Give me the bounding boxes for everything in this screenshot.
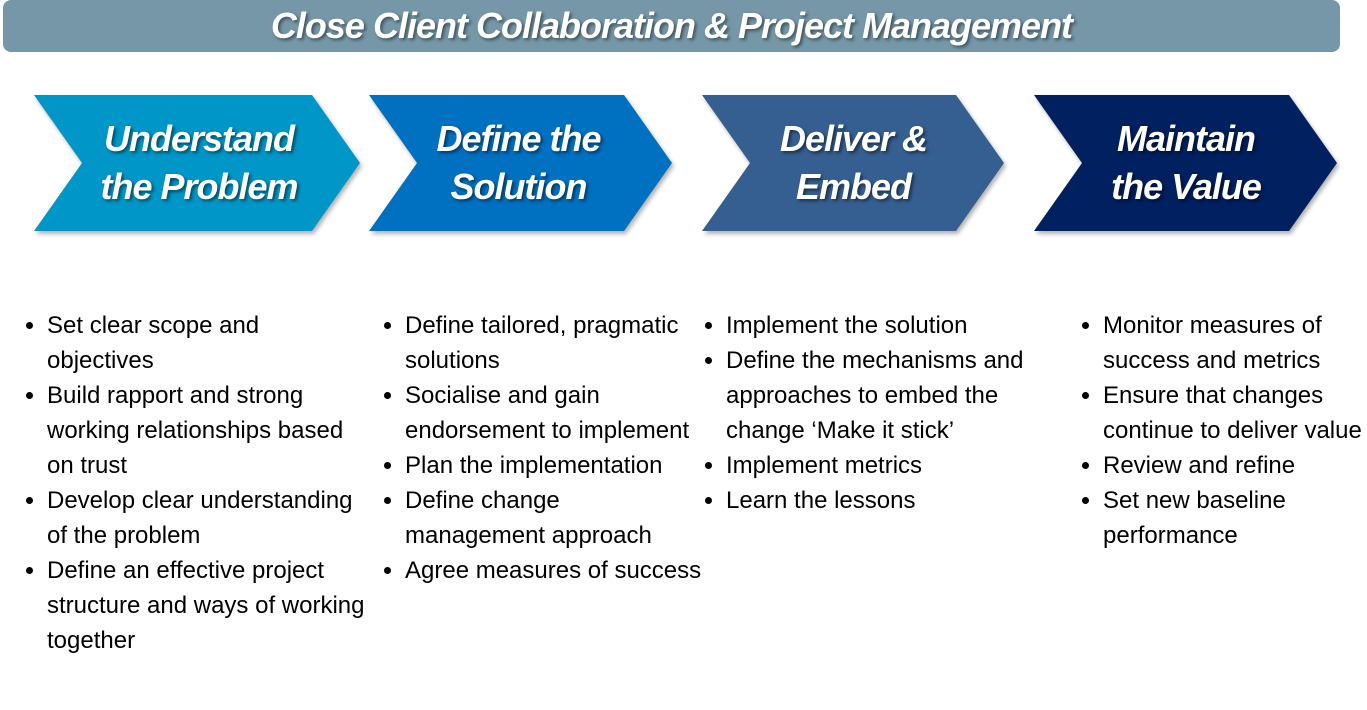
list-item: Build rapport and strong working relatio… bbox=[47, 378, 367, 483]
stage-chevron-1: Understand the Problem bbox=[34, 95, 361, 231]
bullet-list-4: Monitor measures of success and metrics … bbox=[1076, 308, 1363, 553]
stage-label: Deliver & Embed bbox=[779, 118, 928, 207]
stage-label: Understand the Problem bbox=[100, 118, 298, 207]
stage-chevron-2: Define the Solution bbox=[369, 95, 673, 231]
list-item: Learn the lessons bbox=[726, 483, 1026, 518]
chevron-shape bbox=[702, 95, 1004, 231]
chevron-shape bbox=[1034, 95, 1337, 231]
list-item: Define tailored, pragmatic solutions bbox=[405, 308, 705, 378]
list-item: Review and refine bbox=[1103, 448, 1363, 483]
diagram-title: Close Client Collaboration & Project Man… bbox=[270, 5, 1073, 46]
list-item: Agree measures of success bbox=[405, 553, 705, 588]
list-item: Plan the implementation bbox=[405, 448, 705, 483]
title-bar: Close Client Collaboration & Project Man… bbox=[3, 0, 1340, 52]
list-item: Socialise and gain endorsement to implem… bbox=[405, 378, 705, 448]
list-item: Define the mechanisms and approaches to … bbox=[726, 343, 1026, 448]
list-item: Ensure that changes continue to deliver … bbox=[1103, 378, 1363, 448]
chevron-shape bbox=[369, 95, 672, 231]
stage-label: Define the Solution bbox=[436, 118, 601, 207]
list-item: Implement metrics bbox=[726, 448, 1026, 483]
list-item: Define an effective project structure an… bbox=[47, 553, 367, 658]
bullet-list-2: Define tailored, pragmatic solutions Soc… bbox=[378, 308, 705, 588]
list-item: Monitor measures of success and metrics bbox=[1103, 308, 1363, 378]
stage-label: Maintain the Value bbox=[1111, 118, 1262, 207]
list-item: Define change management approach bbox=[405, 483, 705, 553]
list-item: Develop clear understanding of the probl… bbox=[47, 483, 367, 553]
list-item: Implement the solution bbox=[726, 308, 1026, 343]
list-item: Set clear scope and objectives bbox=[47, 308, 367, 378]
bullet-list-3: Implement the solution Define the mechan… bbox=[699, 308, 1026, 518]
stage-chevron-3: Deliver & Embed bbox=[702, 95, 1005, 231]
bullet-list-1: Set clear scope and objectives Build rap… bbox=[20, 308, 367, 658]
chevron-shape bbox=[34, 95, 360, 231]
stage-chevron-4: Maintain the Value bbox=[1034, 95, 1338, 231]
list-item: Set new baseline performance bbox=[1103, 483, 1363, 553]
